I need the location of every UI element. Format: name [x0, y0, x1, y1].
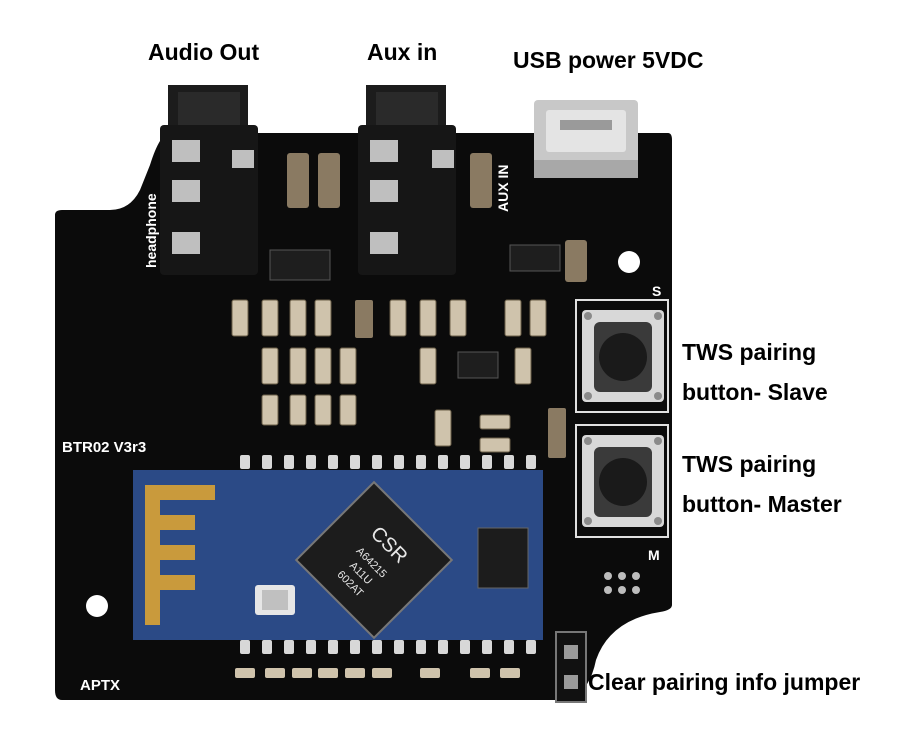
- module-pads: [240, 455, 536, 654]
- usb-connector: [534, 100, 638, 178]
- silk-aptx: APTX: [80, 677, 120, 694]
- mounting-hole: [618, 251, 640, 273]
- tws-slave-button: [582, 310, 664, 402]
- master-button-area: [575, 424, 669, 538]
- usb-power-label: USB power 5VDC: [513, 47, 704, 73]
- clear-jumper-label: Clear pairing info jumper: [588, 669, 861, 695]
- silk-slave-marker: S: [652, 283, 661, 299]
- tws-slave-label-line2: button- Slave: [682, 379, 828, 405]
- smd-components: [231, 299, 547, 453]
- silk-aux-in: AUX IN: [495, 165, 511, 212]
- silk-board-name: BTR02 V3r3: [62, 439, 146, 456]
- tws-slave-label-line1: TWS pairing: [682, 339, 817, 365]
- clear-pairing-jumper: [555, 631, 587, 703]
- audio-out-label: Audio Out: [148, 39, 260, 65]
- tws-master-label-line2: button- Master: [682, 491, 842, 517]
- silk-headphone: headphone: [143, 193, 159, 268]
- bottom-components: [235, 668, 520, 678]
- header-pads: [604, 572, 640, 594]
- module-ic: [477, 527, 529, 589]
- audio-out-jack: [160, 85, 258, 275]
- tws-master-button: [582, 435, 664, 527]
- slave-button-area: [575, 299, 669, 413]
- mounting-hole: [86, 595, 108, 617]
- tws-master-label-line1: TWS pairing: [682, 451, 817, 477]
- silk-master-marker: M: [648, 547, 660, 563]
- csr-chip: CSR A64215 A11U 602AT: [294, 480, 454, 640]
- small-ics: [269, 244, 561, 379]
- capacitors: [287, 153, 587, 458]
- aux-in-label: Aux in: [367, 39, 438, 65]
- aux-in-jack: [358, 85, 456, 275]
